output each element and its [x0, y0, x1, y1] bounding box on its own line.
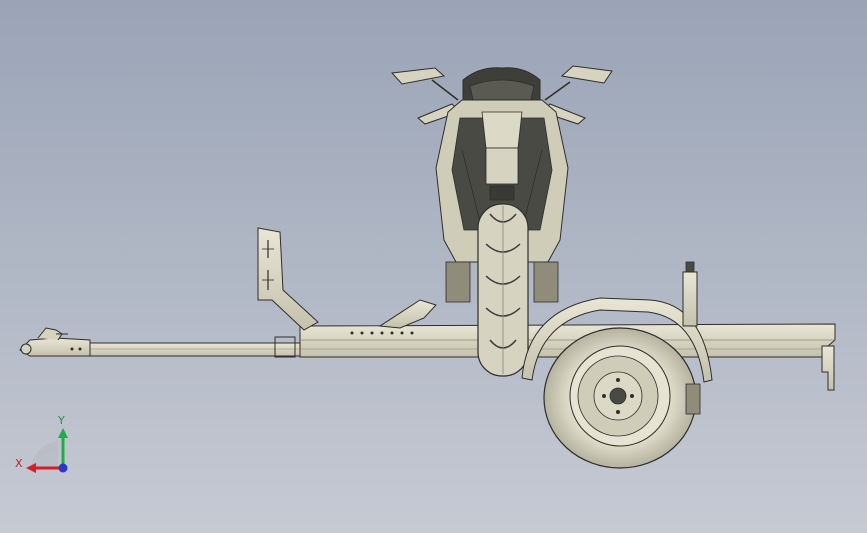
- axis-x-label: X: [15, 457, 23, 470]
- wheel-chock[interactable]: [257, 227, 437, 331]
- axis-y-label: Y: [58, 414, 65, 427]
- y-axis-arrowhead: [58, 428, 68, 438]
- trailer-tongue[interactable]: [59, 336, 306, 358]
- fender[interactable]: [521, 297, 713, 383]
- motorcycle[interactable]: [390, 65, 613, 377]
- jack-stand[interactable]: [682, 261, 698, 327]
- wheel[interactable]: [543, 327, 701, 469]
- z-axis-dot: [58, 463, 68, 473]
- rear-stand[interactable]: [821, 345, 835, 391]
- hitch-coupler[interactable]: [19, 327, 91, 357]
- x-axis-arrowhead: [26, 463, 36, 473]
- coordinate-triad: [26, 428, 68, 473]
